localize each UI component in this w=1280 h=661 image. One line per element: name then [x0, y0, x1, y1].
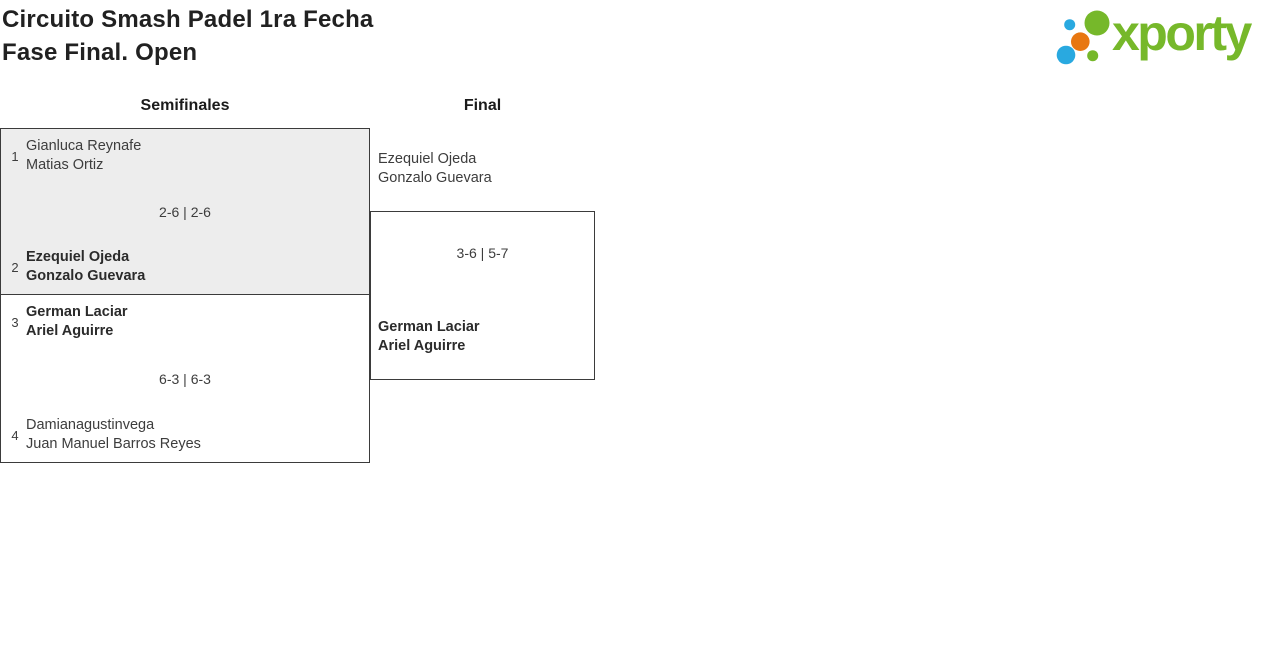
player-name: Gonzalo Guevara — [26, 268, 146, 284]
player-name: Matias Ortiz — [26, 157, 104, 173]
match-score: 6-3 | 6-3 — [159, 370, 211, 387]
player-name: Ezequiel Ojeda — [378, 151, 477, 167]
phase-name: Fase Final. Open — [2, 39, 198, 66]
final-team-entry-2: German Laciar Ariel Aguirre — [378, 318, 480, 356]
player-name: Gonzalo Guevara — [378, 170, 492, 186]
final-match: 3-6 | 5-7 — [370, 211, 595, 380]
seed-number: 2 — [11, 259, 19, 275]
team-entry-seed4: 4 Damianagustinvega Juan Manuel Barros R… — [8, 416, 361, 454]
round-header-semifinales: Semifinales — [140, 97, 230, 114]
team-players: German Laciar Ariel Aguirre — [26, 303, 128, 341]
team-entry-seed2: 2 Ezequiel Ojeda Gonzalo Guevara — [8, 248, 361, 286]
match-score: 3-6 | 5-7 — [456, 245, 509, 261]
team-players: Gianluca Reynafe Matias Ortiz — [26, 137, 141, 175]
round-header-final: Final — [463, 97, 502, 114]
xporty-logo-dots-icon — [1056, 10, 1110, 65]
team-players: Ezequiel Ojeda Gonzalo Guevara — [26, 248, 145, 286]
seed-number: 3 — [11, 314, 19, 330]
match-score: 2-6 | 2-6 — [159, 203, 211, 220]
player-name: Gianluca Reynafe — [26, 138, 142, 154]
team-players: Damianagustinvega Juan Manuel Barros Rey… — [26, 416, 201, 454]
semifinal-match-2: 3 German Laciar Ariel Aguirre 6-3 | 6-3 … — [0, 294, 370, 463]
player-name: Ariel Aguirre — [378, 338, 466, 354]
player-name: Ezequiel Ojeda — [26, 249, 130, 265]
player-name: Ariel Aguirre — [26, 323, 114, 339]
player-name: Damianagustinvega — [26, 417, 155, 433]
tournament-name: Circuito Smash Padel 1ra Fecha — [2, 6, 374, 33]
player-name: German Laciar — [26, 304, 128, 320]
final-team-entry-1: Ezequiel Ojeda Gonzalo Guevara — [378, 150, 492, 188]
xporty-logo[interactable]: xporty — [1052, 0, 1278, 75]
team-players: German Laciar Ariel Aguirre — [378, 318, 480, 356]
seed-number: 4 — [11, 427, 19, 443]
seed-number: 1 — [11, 148, 19, 164]
page-title: Circuito Smash Padel 1ra Fecha Fase Fina… — [2, 3, 373, 69]
team-players: Ezequiel Ojeda Gonzalo Guevara — [378, 150, 492, 188]
xporty-logo-text: xporty — [1112, 5, 1252, 61]
team-entry-seed3: 3 German Laciar Ariel Aguirre — [8, 303, 361, 341]
player-name: Juan Manuel Barros Reyes — [26, 436, 201, 452]
semifinal-match-1: 1 Gianluca Reynafe Matias Ortiz 2-6 | 2-… — [0, 128, 370, 295]
team-entry-seed1: 1 Gianluca Reynafe Matias Ortiz — [8, 137, 361, 175]
player-name: German Laciar — [378, 319, 480, 335]
